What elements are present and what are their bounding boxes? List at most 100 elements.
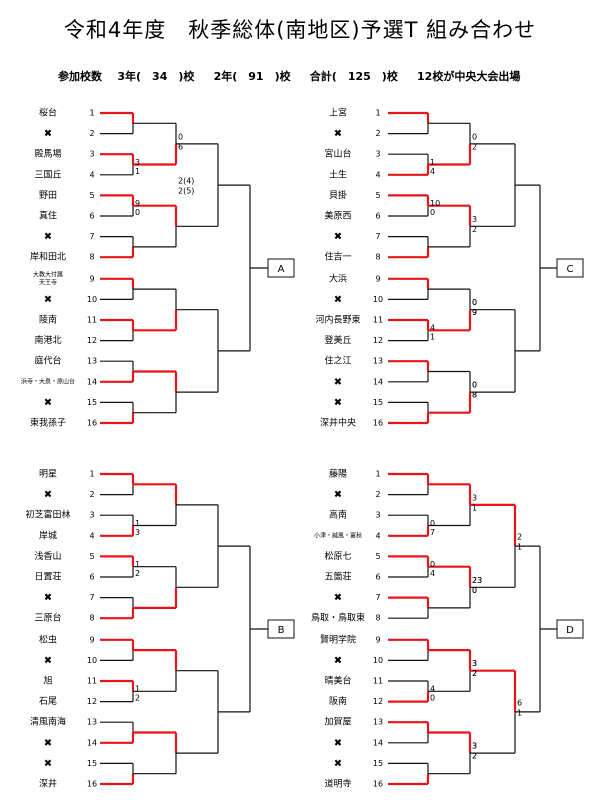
seed-number: 10 bbox=[373, 656, 383, 665]
match-score: 3 bbox=[472, 215, 477, 224]
grade3-count: 3年( 34 )校 bbox=[117, 70, 195, 83]
match-score: 3 bbox=[472, 659, 477, 668]
seed-number: 7 bbox=[375, 232, 380, 241]
team-name: 初芝富田林 bbox=[25, 509, 70, 521]
participants-label: 参加校数 bbox=[58, 70, 102, 83]
bye-mark: ✖ bbox=[44, 129, 52, 140]
seed-number: 3 bbox=[89, 150, 94, 159]
seed-number: 15 bbox=[373, 759, 383, 768]
seed-number: 3 bbox=[89, 511, 94, 520]
seed-number: 5 bbox=[89, 191, 94, 200]
match-score: 0 bbox=[135, 208, 140, 217]
seed-number: 11 bbox=[87, 316, 97, 325]
bracket-label: C bbox=[567, 264, 574, 275]
team-name: 松原七 bbox=[324, 550, 351, 562]
team-name: 大浜 bbox=[329, 272, 347, 284]
match-score: 8 bbox=[472, 391, 477, 400]
match-score: 9 bbox=[472, 308, 477, 317]
seed-number: 9 bbox=[89, 274, 94, 283]
bye-mark: ✖ bbox=[334, 377, 342, 388]
seed-number: 4 bbox=[375, 170, 380, 179]
seed-number: 2 bbox=[375, 490, 380, 499]
team-name: 石尾 bbox=[39, 696, 57, 707]
seed-number: 15 bbox=[87, 759, 97, 768]
seed-number: 5 bbox=[375, 191, 380, 200]
match-score: 2 bbox=[472, 669, 477, 678]
team-name: 南港北 bbox=[34, 334, 61, 346]
match-score: 0 bbox=[430, 208, 435, 217]
bracket-label: D bbox=[566, 625, 574, 636]
seed-number: 6 bbox=[89, 212, 94, 221]
bye-mark: ✖ bbox=[44, 738, 52, 749]
team-name: 登美丘 bbox=[324, 334, 351, 346]
match-score: 1 bbox=[135, 685, 140, 694]
seed-number: 14 bbox=[373, 738, 383, 747]
seed-number: 13 bbox=[373, 357, 383, 366]
match-score: 3 bbox=[472, 659, 477, 668]
team-name: 小津・誠風・富秋 bbox=[314, 531, 362, 539]
team-name: 住之江 bbox=[324, 355, 351, 367]
match-score: 9 bbox=[472, 308, 477, 317]
bye-mark: ✖ bbox=[44, 490, 52, 501]
match-score: 2 bbox=[135, 569, 140, 578]
seed-number: 6 bbox=[89, 573, 94, 582]
team-name: 貝掛 bbox=[329, 189, 347, 201]
team-name: 天王寺 bbox=[39, 278, 57, 286]
seed-number: 5 bbox=[375, 552, 380, 561]
seed-number: 1 bbox=[89, 109, 94, 118]
seed-number: 6 bbox=[375, 212, 380, 221]
grade2-count: 2年( 91 )校 bbox=[213, 70, 291, 83]
bye-mark: ✖ bbox=[44, 232, 52, 243]
match-score: 1 bbox=[517, 708, 522, 717]
seed-number: 4 bbox=[89, 531, 94, 540]
match-score: 3 bbox=[472, 742, 477, 751]
seed-number: 10 bbox=[87, 656, 97, 665]
bye-mark: ✖ bbox=[334, 397, 342, 408]
team-name: 三原台 bbox=[34, 612, 61, 624]
total-count: 合計( 125 )校 bbox=[309, 70, 398, 83]
page-title: 令和4年度 秋季総体(南地区)予選T 組み合わせ bbox=[63, 18, 537, 42]
participant-summary: 参加校数 3年( 34 )校 2年( 91 )校 合計( 125 )校 12校が… bbox=[58, 68, 520, 84]
team-name: 三国丘 bbox=[34, 169, 61, 180]
match-score: 3 bbox=[135, 528, 140, 537]
match-score: 23 bbox=[472, 576, 482, 585]
team-name: 藤陽 bbox=[329, 468, 347, 480]
seed-number: 5 bbox=[89, 552, 94, 561]
team-name: 岸城 bbox=[39, 530, 57, 541]
seed-number: 4 bbox=[375, 531, 380, 540]
match-score: 1 bbox=[430, 158, 435, 167]
seed-number: 13 bbox=[87, 718, 97, 727]
seed-number: 9 bbox=[375, 635, 380, 644]
team-name: 宮山台 bbox=[324, 148, 351, 160]
match-score: 9 bbox=[135, 199, 140, 208]
match-score: 2 bbox=[472, 752, 477, 761]
seed-number: 16 bbox=[373, 780, 383, 789]
seed-number: 14 bbox=[87, 377, 97, 386]
team-name: 旭 bbox=[43, 675, 52, 687]
team-name: 美原西 bbox=[324, 210, 351, 222]
team-name: 晴美台 bbox=[324, 675, 351, 687]
seed-number: 3 bbox=[375, 511, 380, 520]
team-name: 鳥取・鳥取東 bbox=[311, 612, 365, 624]
match-score: 2 bbox=[472, 752, 477, 761]
match-score: 0 bbox=[472, 298, 477, 307]
match-score: 4 bbox=[430, 569, 435, 578]
match-score: 3 bbox=[472, 742, 477, 751]
seed-number: 14 bbox=[373, 377, 383, 386]
seed-number: 11 bbox=[87, 677, 97, 686]
seed-number: 4 bbox=[89, 170, 94, 179]
match-score: 4 bbox=[430, 167, 435, 176]
seed-number: 16 bbox=[87, 419, 97, 428]
match-score: 4 bbox=[430, 324, 435, 333]
match-score: 7 bbox=[430, 528, 435, 537]
seed-number: 16 bbox=[87, 780, 97, 789]
match-score: 3 bbox=[472, 493, 477, 502]
seed-number: 9 bbox=[89, 635, 94, 644]
seed-number: 6 bbox=[375, 573, 380, 582]
seed-number: 8 bbox=[89, 614, 94, 623]
team-name: 住吉一 bbox=[324, 251, 351, 263]
seed-number: 1 bbox=[89, 470, 94, 479]
team-name: 高南 bbox=[329, 509, 347, 521]
team-name: 河内長野東 bbox=[315, 314, 360, 326]
team-name: 日置荘 bbox=[34, 572, 61, 583]
